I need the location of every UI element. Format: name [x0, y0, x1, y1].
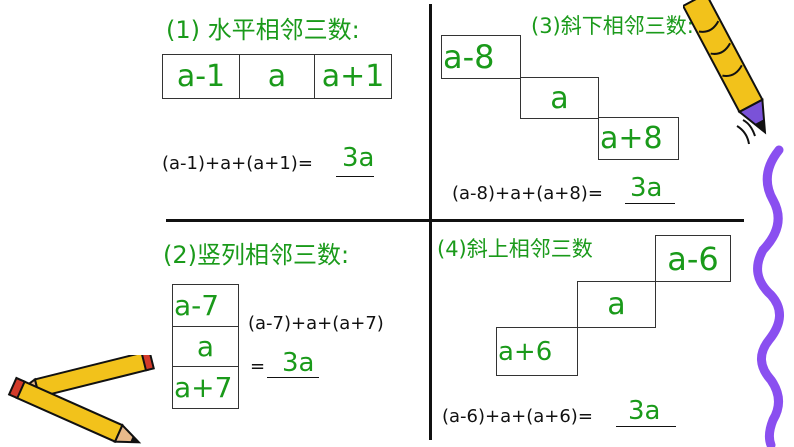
q4-cell-3: a+6: [496, 327, 578, 376]
q3-title: (3)斜下相邻三数:: [531, 14, 694, 38]
q2-equation-line1: (a-7)+a+(a+7): [248, 313, 384, 334]
q2-answer-underline: [267, 377, 319, 378]
vertical-divider: [429, 4, 432, 440]
q4-cell-2: a: [577, 281, 656, 328]
horizontal-divider: [166, 219, 744, 222]
q3-cell-2: a: [520, 77, 599, 119]
q4-title: (4)斜上相邻三数: [437, 237, 593, 261]
q3-answer: 3a: [630, 173, 663, 203]
pencils-clipart-bottom-left: [7, 355, 155, 444]
q2-cell-middle: a: [172, 326, 239, 367]
q3-answer-underline: [625, 203, 675, 204]
q2-cell-bottom: a+7: [172, 366, 239, 409]
q3-cell-3: a+8: [598, 117, 679, 160]
q4-equation: (a-6)+a+(a+6)=: [442, 406, 593, 427]
purple-ribbon-decoration: [753, 145, 784, 447]
q2-cell-top: a-7: [172, 284, 239, 327]
q3-equation: (a-8)+a+(a+8)=: [452, 183, 603, 204]
q1-answer-underline: [336, 176, 374, 177]
q1-equation: (a-1)+a+(a+1)=: [162, 153, 313, 174]
q3-cell-1: a-8: [441, 35, 521, 79]
q2-equation-line2: =: [250, 356, 266, 377]
q1-answer: 3a: [342, 143, 375, 173]
q1-title: (1) 水平相邻三数:: [166, 16, 360, 44]
q4-cell-1: a-6: [655, 235, 731, 282]
q2-answer: 3a: [282, 348, 315, 378]
q1-cell-right: a+1: [314, 54, 392, 99]
q4-answer: 3a: [628, 396, 661, 426]
q1-cell-left: a-1: [162, 54, 240, 99]
q1-cell-center: a: [239, 54, 315, 99]
pencil-clipart-top-right: [683, 0, 767, 145]
q2-title: (2)竖列相邻三数:: [163, 241, 350, 269]
q4-answer-underline: [616, 426, 676, 427]
